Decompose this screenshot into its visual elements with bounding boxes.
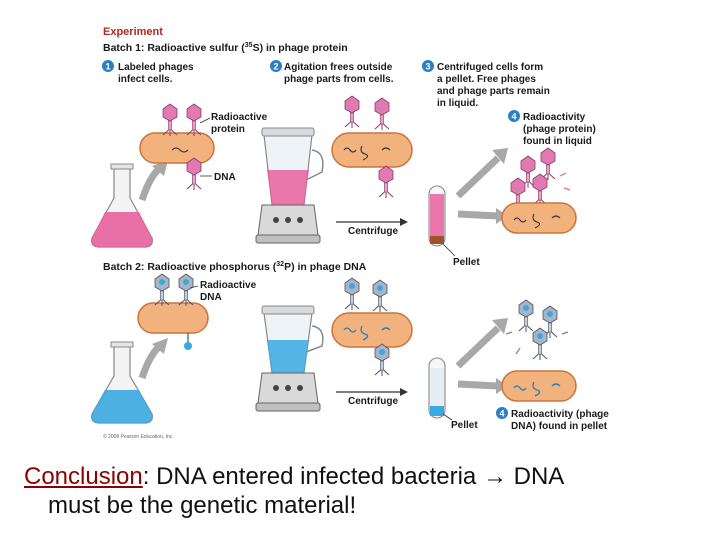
step1-line2: infect cells. (118, 74, 173, 85)
step4-batch1-line3: found in liquid (523, 136, 592, 147)
batch2-title-suffix: P) in phage DNA (284, 261, 367, 273)
batch1-title: Batch 1: Radioactive sulfur (35S) in pha… (103, 42, 348, 54)
step3-line1: Centrifuged cells form (437, 62, 543, 73)
batch1-isotope-mass: 35 (245, 42, 253, 49)
step2-line1: Agitation frees outside (284, 62, 393, 73)
step3-number: 3 (426, 62, 431, 72)
conclusion-arrow: → (482, 463, 507, 490)
arrow-flask-to-cell-batch1 (138, 165, 163, 202)
step1-badge (102, 60, 114, 72)
arrow-tube-to-liquid-batch1 (455, 155, 501, 199)
arrow-tube-to-pellet-batch1 (457, 210, 499, 220)
step3-badge (422, 60, 434, 72)
label-centrifuge-batch1: Centrifuge (348, 226, 398, 237)
conclusion-text-a: : DNA entered infected bacteria (142, 463, 483, 490)
label-radioactive-protein-l2: protein (211, 124, 245, 135)
bacterial-cell-batch2-pellet (501, 370, 577, 402)
test-tube-batch1 (428, 185, 446, 247)
batch2-isotope-mass: 32 (276, 261, 284, 268)
step4-batch1-line2: (phage protein) (523, 124, 596, 135)
arrowhead-tube-up-batch2 (492, 318, 508, 334)
figure-heading: Experiment (103, 26, 163, 38)
arrowhead-batch2-a (152, 338, 168, 354)
leader-pellet-batch1 (442, 243, 456, 257)
free-phage-parts-batch1 (510, 147, 571, 211)
flask-batch2 (91, 341, 153, 424)
flask-batch1 (91, 163, 153, 248)
arrow-tube-to-liquid-batch2 (455, 325, 501, 369)
label-pellet-batch2: Pellet (451, 420, 478, 431)
conclusion-lead: Conclusion (24, 463, 143, 490)
bacterial-cell-batch2-agitated (331, 277, 413, 377)
step4-number-batch1: 4 (512, 112, 517, 122)
bacterial-cell-batch2-infection (137, 273, 209, 350)
leader-pellet-batch2 (442, 413, 453, 421)
step4-number-batch2: 4 (500, 409, 505, 419)
label-dna-batch1: DNA (214, 172, 236, 183)
free-phage-parts-batch2 (505, 299, 569, 361)
arrowhead-centrifuge-batch2 (400, 388, 408, 396)
arrow-flask-to-cell-batch2 (138, 343, 163, 380)
phage-marker-dna-batch1 (186, 157, 202, 191)
conclusion-text: Conclusion: DNA entered infected bacteri… (24, 462, 704, 520)
hershey-chase-figure: Experiment Batch 1: Radioactive sulfur (… (91, 26, 609, 440)
leader-radioactive-protein (199, 117, 211, 124)
conclusion-text-b: DNA (506, 463, 565, 490)
test-tube-batch2 (428, 357, 446, 419)
label-radioactive-dna-l2: DNA (200, 292, 222, 303)
step4-badge-batch1 (508, 110, 520, 122)
conclusion-line2: must be the genetic material! (48, 492, 357, 519)
step2-line2: phage parts from cells. (284, 74, 394, 85)
arrowhead-batch1-a (152, 160, 168, 176)
batch1-title-suffix: S) in phage protein (253, 42, 348, 54)
step4-batch2-line1: Radioactivity (phage (511, 409, 609, 420)
copyright-notice: © 2008 Pearson Education, Inc. (103, 433, 174, 440)
step4-badge-batch2 (496, 407, 508, 419)
label-centrifuge-batch2: Centrifuge (348, 396, 398, 407)
step1-line1: Labeled phages (118, 62, 194, 73)
step2-badge (270, 60, 282, 72)
bacterial-cell-batch1-pellet (501, 202, 577, 234)
step3-line4: in liquid. (437, 98, 478, 109)
bacterial-cell-batch1-infection (139, 103, 215, 180)
arrowhead-tube-up-batch1 (492, 148, 508, 164)
batch2-title-prefix: Batch 2: Radioactive phosphorus ( (103, 261, 277, 273)
step1-number: 1 (106, 62, 111, 72)
step4-batch1-line1: Radioactivity (523, 112, 586, 123)
blender-batch1 (255, 127, 324, 244)
arrowhead-centrifuge-batch1 (400, 218, 408, 226)
label-radioactive-protein-l1: Radioactive (211, 112, 268, 123)
step3-line3: and phage parts remain (437, 86, 550, 97)
batch2-title: Batch 2: Radioactive phosphorus (32P) in… (103, 261, 367, 273)
step4-batch2-line2: DNA) found in pellet (511, 421, 608, 432)
leader-radioactive-dna (189, 285, 199, 289)
label-radioactive-dna-l1: Radioactive (200, 280, 257, 291)
arrow-tube-to-pellet-batch2 (457, 380, 499, 390)
batch1-title-prefix: Batch 1: Radioactive sulfur ( (103, 42, 245, 54)
step3-line2: a pellet. Free phages (437, 74, 536, 85)
bacterial-cell-batch1-agitated (331, 95, 413, 199)
blender-batch2 (255, 305, 324, 412)
label-pellet-batch1: Pellet (453, 257, 480, 268)
step2-number: 2 (274, 62, 279, 72)
